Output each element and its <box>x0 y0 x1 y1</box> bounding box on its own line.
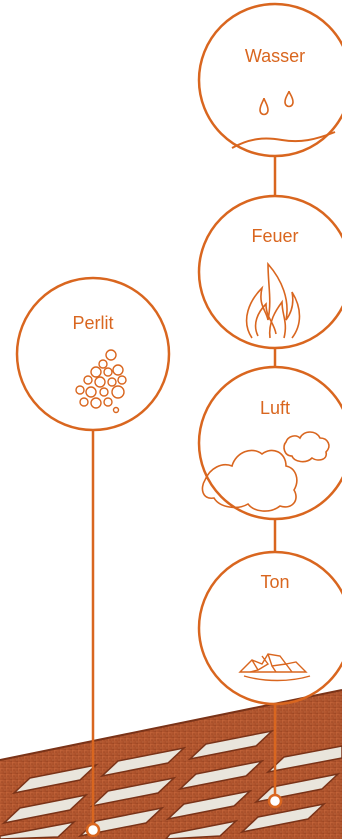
wasser-label: Wasser <box>200 46 342 67</box>
luft-circle <box>199 367 342 519</box>
feuer-label: Feuer <box>200 226 342 247</box>
flame-icon <box>247 264 300 338</box>
brick-block <box>0 690 342 839</box>
perlit-label: Perlit <box>18 313 168 334</box>
water-drops-icon <box>232 91 335 148</box>
wasser-circle <box>199 4 342 156</box>
perlite-bubbles-icon <box>76 350 126 413</box>
clouds-icon <box>202 432 328 511</box>
clay-pile-icon <box>240 654 310 681</box>
luft-label: Luft <box>200 398 342 419</box>
brick-anchor-dot <box>269 795 281 807</box>
perlite-anchor-dot <box>87 824 99 836</box>
ton-label: Ton <box>200 572 342 593</box>
